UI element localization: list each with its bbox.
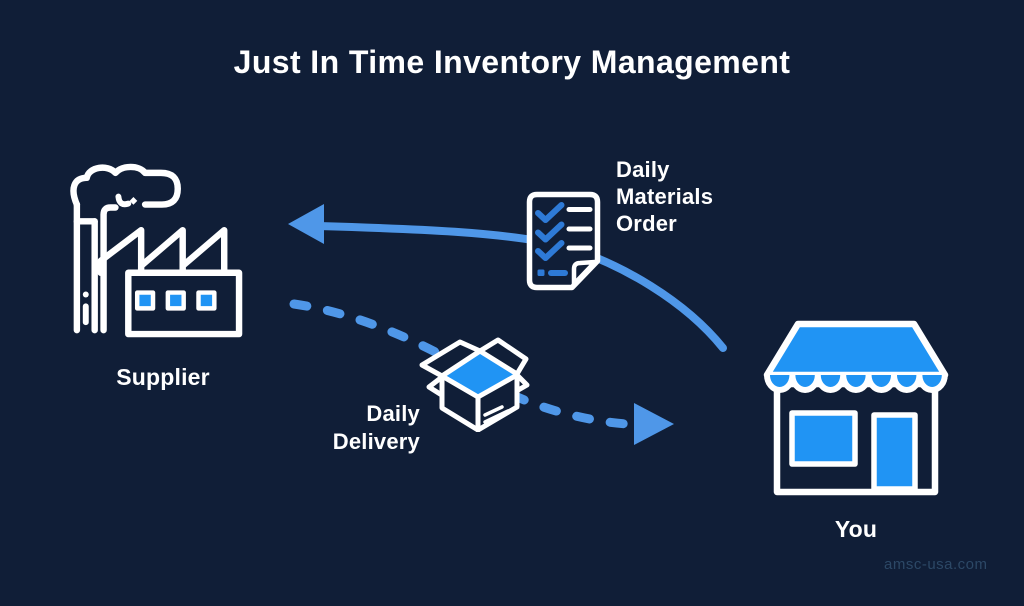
- delivery-arrowhead-icon: [634, 403, 674, 445]
- order-flow-label: Daily Materials Order: [616, 157, 714, 236]
- storefront-icon: [763, 320, 949, 496]
- checklist-icon: [526, 191, 601, 291]
- order-arrowhead-icon: [288, 204, 324, 244]
- delivery-flow-label: Daily Delivery: [332, 401, 420, 454]
- open-box-icon: [419, 337, 530, 432]
- you-label: You: [834, 516, 878, 542]
- factory-icon: [70, 163, 243, 338]
- supplier-label: Supplier: [116, 364, 210, 390]
- watermark: amsc-usa.com: [884, 556, 988, 573]
- page-title: Just In Time Inventory Management: [233, 44, 791, 80]
